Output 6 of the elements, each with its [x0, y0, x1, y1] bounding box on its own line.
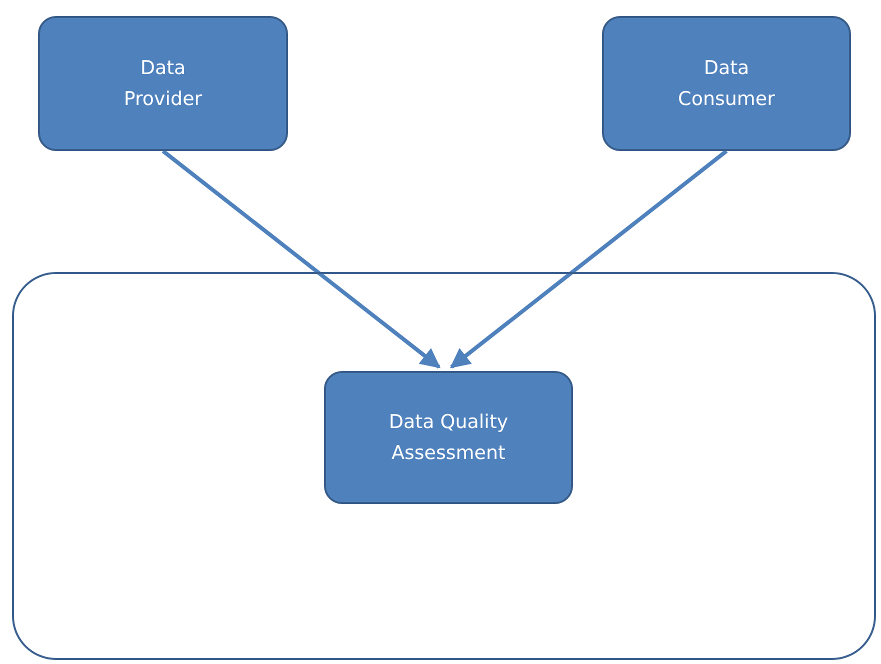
- process-box: Data Provider: [38, 16, 288, 151]
- arrow: [162, 149, 441, 369]
- container-frame: [12, 272, 876, 660]
- process-box: Data Quality Assessment: [324, 371, 573, 504]
- arrow: [450, 149, 728, 369]
- process-box: Data Consumer: [602, 16, 851, 151]
